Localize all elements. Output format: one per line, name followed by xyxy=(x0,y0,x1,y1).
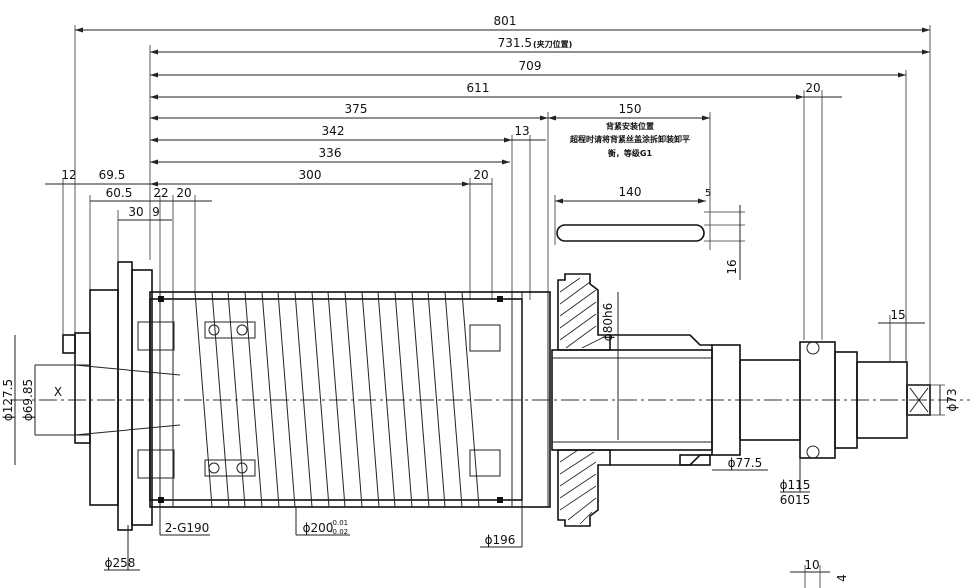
note-line1: 背紧安装位置 xyxy=(606,121,654,131)
dim-15: 15 xyxy=(890,308,905,322)
bearing-6015: 6015 xyxy=(780,493,811,507)
dim-d69-85: ϕ69.85 xyxy=(21,379,35,421)
dim-69-5: 69.5 xyxy=(99,168,126,182)
left-dimensions: 12 69.5 60.5 22 20 30 9 xyxy=(45,168,212,345)
dim-d77-5: ϕ77.5 xyxy=(728,456,763,470)
dim-10: 10 xyxy=(804,558,819,572)
dim-d115: ϕ115 xyxy=(780,478,811,492)
dim-d80h6: ϕ80h6 xyxy=(601,303,615,341)
dim-22: 22 xyxy=(153,186,168,200)
housing xyxy=(35,261,551,531)
dim-140: 140 xyxy=(619,185,642,199)
dim-731-5-note: (夹刀位置) xyxy=(533,39,572,49)
diameter-labels: ϕ127.5 ϕ69.85 X ϕ80h6 ϕ77.5 ϕ115 6015 ϕ2… xyxy=(1,292,849,588)
dim-375: 375 xyxy=(345,102,368,116)
dim-709: 709 xyxy=(519,59,542,73)
dim-d200-tol-upper: -0.01 xyxy=(330,519,348,527)
dim-20-left: 20 xyxy=(176,186,191,200)
dim-60-5: 60.5 xyxy=(106,186,133,200)
dim-801: 801 xyxy=(494,14,517,28)
dim-d200: ϕ200 xyxy=(303,521,334,535)
key-slot xyxy=(556,224,705,242)
dim-336: 336 xyxy=(319,146,342,160)
dim-611: 611 xyxy=(467,81,490,95)
dim-4: 4 xyxy=(835,574,849,582)
dim-20-mid: 20 xyxy=(473,168,488,182)
dim-d200-tol-lower: -0.02 xyxy=(330,528,348,536)
dim-20-top: 20 xyxy=(805,81,820,95)
note-line3: 衡，等级G1 xyxy=(608,148,653,158)
dim-d127-5: ϕ127.5 xyxy=(1,379,15,421)
dim-300: 300 xyxy=(299,168,322,182)
dim-12: 12 xyxy=(61,168,76,182)
dim-d196: ϕ196 xyxy=(485,533,516,547)
g190-label: 2-G190 xyxy=(165,521,210,535)
dim-731-5: 731.5 xyxy=(498,36,532,50)
dim-16: 16 xyxy=(725,259,739,274)
dim-d73: ϕ73 xyxy=(945,388,959,411)
x-label: X xyxy=(54,385,62,399)
dim-150: 150 xyxy=(619,102,642,116)
cooling-grooves xyxy=(194,291,480,508)
dim-9: 9 xyxy=(152,205,160,219)
dim-d258: ϕ258 xyxy=(105,556,136,570)
overall-dimensions: 801 731.5 (夹刀位置) 709 611 20 375 xyxy=(74,14,931,400)
dim-13: 13 xyxy=(514,124,529,138)
dim-5: 5 xyxy=(705,188,711,199)
note-line2: 超程时请将背紧丝盖涂拆卸装卸平 xyxy=(569,134,690,144)
dim-342: 342 xyxy=(322,124,345,138)
key-slot-view: 150 背紧安装位置 超程时请将背紧丝盖涂拆卸装卸平 衡，等级G1 140 5 … xyxy=(548,102,745,280)
pulley-shaft: ϕ73 15 xyxy=(551,273,959,527)
dim-30: 30 xyxy=(128,205,143,219)
